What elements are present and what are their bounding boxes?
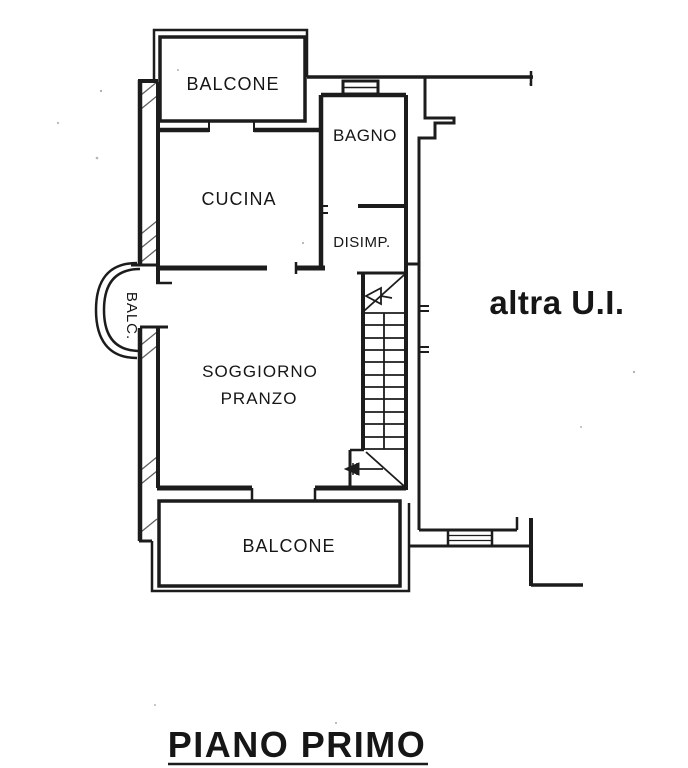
bottom-balcony-label: BALCONE bbox=[242, 536, 335, 556]
bottom-balcony-parapet bbox=[157, 499, 402, 588]
bathroom-label: BAGNO bbox=[333, 126, 397, 145]
stair-arrow-up-tail bbox=[380, 295, 393, 299]
left-wall-and-balc bbox=[94, 79, 172, 541]
neighbor-unit-walls bbox=[409, 517, 583, 587]
balc-inner-arc bbox=[102, 267, 141, 353]
other-unit-label: altra U.I. bbox=[489, 284, 624, 321]
top-balcony-parapet bbox=[158, 35, 307, 123]
balc-outer-arc bbox=[94, 261, 138, 360]
kitchen-walls bbox=[156, 95, 328, 271]
living-room-walls bbox=[157, 485, 406, 501]
kitchen-label: CUCINA bbox=[201, 189, 276, 209]
stair-top-diagonal bbox=[363, 274, 405, 312]
hallway-label: DISIMP. bbox=[333, 234, 390, 251]
stair-bottom-diagonal bbox=[365, 451, 405, 487]
bathroom-hallway-walls bbox=[294, 71, 533, 490]
top-balcony-label: BALCONE bbox=[186, 74, 279, 94]
boundary-step-wall bbox=[417, 77, 456, 530]
top-balcony-outer-line bbox=[152, 28, 309, 80]
staircase bbox=[343, 271, 407, 487]
wall-hatching bbox=[140, 81, 158, 533]
living-room-label-line2: PRANZO bbox=[221, 389, 298, 408]
balc-label: BALC. bbox=[123, 292, 140, 340]
neighbor-window bbox=[446, 528, 494, 548]
stair-arrow-down-icon bbox=[343, 462, 360, 476]
scan-noise bbox=[56, 69, 636, 725]
plan-title: PIANO PRIMO bbox=[168, 724, 427, 765]
right-boundary-wall bbox=[417, 77, 456, 530]
plan-title-group: PIANO PRIMO bbox=[168, 724, 428, 766]
living-room-label-line1: SOGGIORNO bbox=[202, 362, 318, 381]
